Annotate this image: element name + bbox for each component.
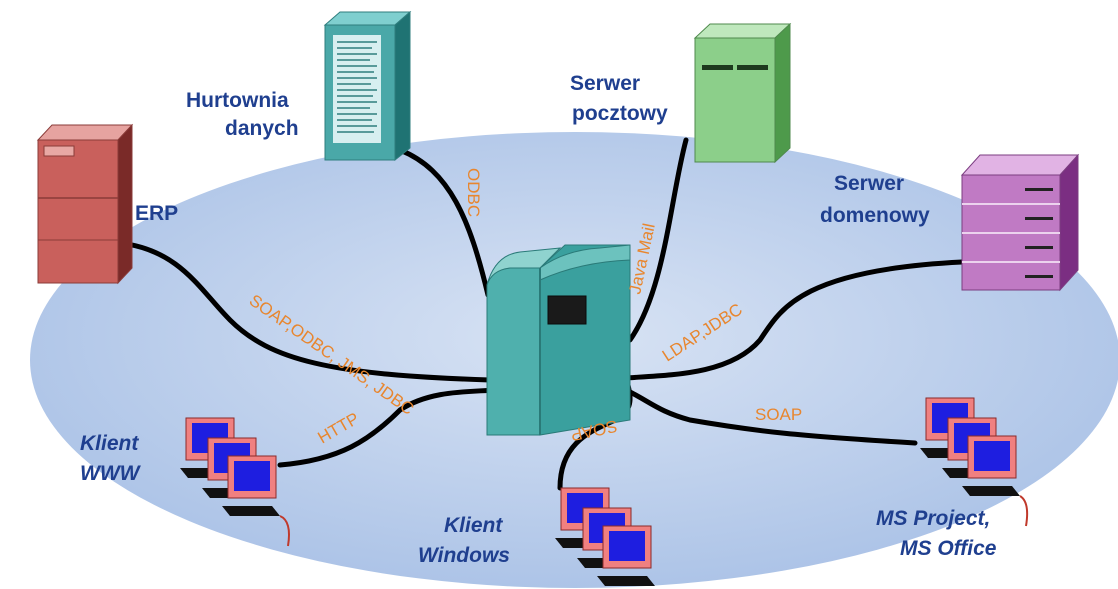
cable-office xyxy=(627,389,918,446)
label-ms-office-line2: MS Office xyxy=(900,537,997,560)
label-hurtownia-line2: danych xyxy=(225,117,299,140)
label-pocztowy-line2: pocztowy xyxy=(572,102,668,125)
label-klient-www-line1: Klient xyxy=(80,432,139,455)
label-klient-windows-line2: Windows xyxy=(418,544,510,567)
pc-group-office-icon xyxy=(920,397,1029,527)
label-hurtownia-line1: Hurtownia xyxy=(186,89,289,112)
domain-server-icon xyxy=(960,153,1080,292)
label-domenowy-line2: domenowy xyxy=(820,204,930,227)
connections xyxy=(117,137,965,491)
label-erp: ERP xyxy=(135,202,178,225)
cable-domenowy xyxy=(622,259,965,381)
mail-server-icon xyxy=(693,22,792,164)
pc-group-windows-icon xyxy=(555,487,655,586)
central-server-icon xyxy=(486,244,631,436)
erp-server-icon xyxy=(36,123,134,285)
cable-pocztowy xyxy=(627,137,689,343)
label-domenowy-line1: Serwer xyxy=(834,172,904,195)
pc-group-www-icon xyxy=(180,417,290,547)
cable-erp xyxy=(117,240,493,383)
protocol-odbc: ODBC xyxy=(464,168,483,217)
label-ms-office-line1: MS Project, xyxy=(876,507,990,530)
cable-www xyxy=(277,387,498,468)
label-klient-windows-line1: Klient xyxy=(444,514,503,537)
data-warehouse-server-icon xyxy=(323,10,412,162)
label-klient-www-line2: WWW xyxy=(80,462,142,485)
label-pocztowy-line1: Serwer xyxy=(570,72,640,95)
cable-hurtownia xyxy=(397,147,491,298)
protocol-soap-office: SOAP xyxy=(755,405,802,424)
